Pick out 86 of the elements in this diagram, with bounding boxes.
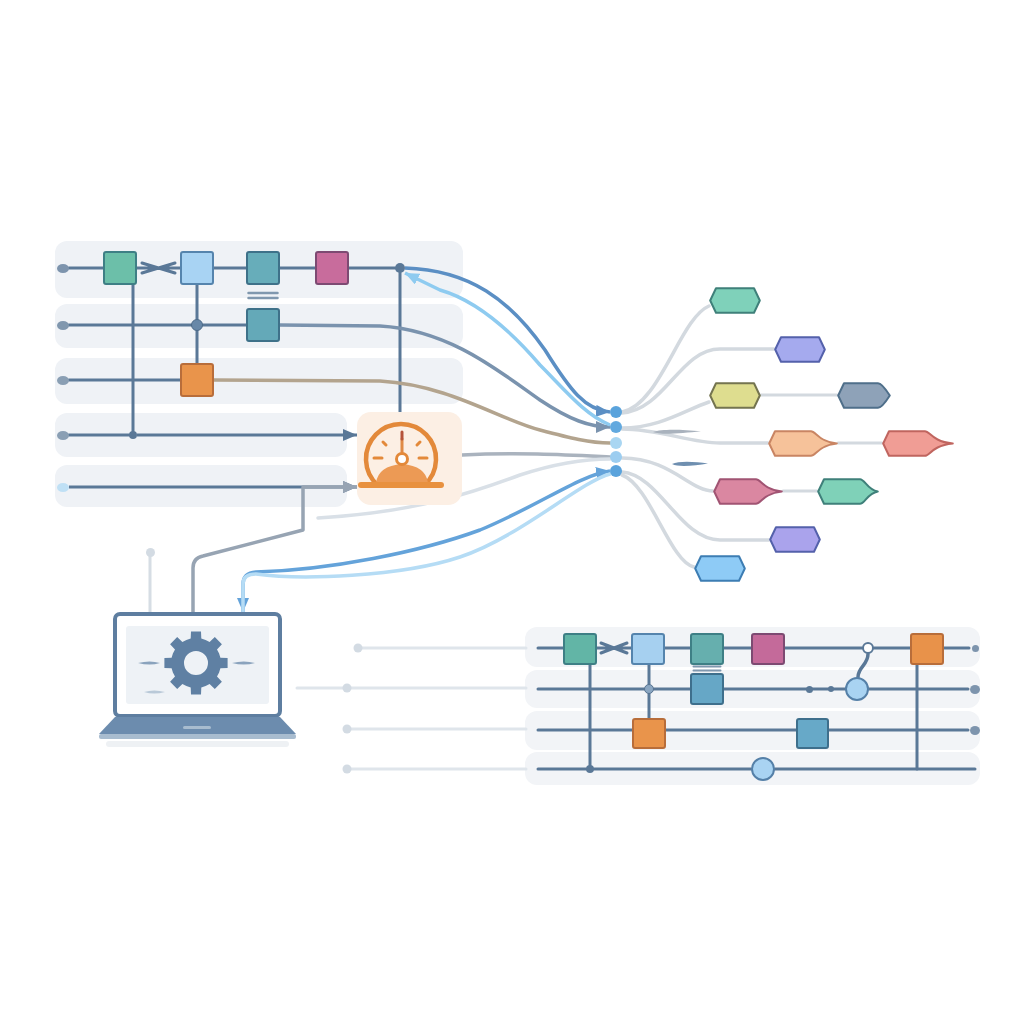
arrow	[191, 481, 357, 612]
connector-line	[783, 646, 864, 650]
connector-line	[836, 441, 884, 445]
hub-dot	[610, 421, 622, 433]
gate-square	[246, 308, 280, 342]
connector-line	[915, 663, 919, 771]
connector-line	[595, 641, 633, 655]
connector-line	[781, 489, 819, 493]
junction-dot	[129, 431, 137, 439]
connector-line	[722, 646, 753, 650]
pointed-tag	[837, 382, 891, 409]
connector-line	[536, 767, 588, 771]
connector-line	[856, 652, 870, 679]
gate-square	[246, 251, 280, 285]
connector-line	[398, 271, 402, 414]
arrow	[280, 323, 611, 433]
hub-dot	[610, 406, 622, 418]
hexagon-tag	[709, 287, 761, 314]
teardrop-tag	[768, 430, 838, 457]
teardrop-tag	[713, 478, 783, 505]
connector-line	[347, 266, 397, 270]
connector-line	[67, 378, 182, 382]
connector-line	[620, 400, 711, 430]
gate-square	[180, 251, 214, 285]
gate-square	[632, 718, 666, 749]
connector-line	[620, 470, 771, 542]
connector-line	[620, 456, 715, 493]
connector-line	[664, 728, 798, 732]
gate-square	[690, 633, 724, 665]
connector-line	[773, 767, 977, 771]
hexagon-tag	[694, 555, 746, 582]
arrow	[137, 429, 357, 441]
gate-square	[103, 251, 137, 285]
connector-line	[536, 646, 565, 650]
connector-line	[67, 433, 131, 437]
hexagon-tag	[709, 382, 761, 409]
connector-line	[872, 646, 912, 650]
connector-line	[148, 554, 152, 614]
connector-line	[195, 329, 199, 365]
gate-square	[690, 673, 724, 705]
gate-square	[631, 633, 665, 665]
gate-square	[751, 633, 785, 665]
gauge-icon	[357, 412, 462, 505]
hub-dot	[610, 451, 622, 463]
gate-square	[910, 633, 944, 665]
connector-line	[722, 687, 847, 691]
connector-line	[67, 323, 193, 327]
connector-line	[620, 304, 711, 414]
connector-line	[131, 283, 135, 433]
connector-line	[620, 347, 776, 415]
connector-line	[942, 646, 971, 650]
hub-dot	[610, 465, 622, 477]
connector-line	[67, 266, 105, 270]
connector-line	[201, 323, 248, 327]
connector-line	[652, 687, 692, 691]
laptop-icon	[98, 612, 297, 748]
connector-line	[135, 261, 182, 275]
hexagon-tag	[769, 526, 821, 553]
connector-line	[588, 663, 592, 767]
junction-dot	[395, 263, 405, 273]
connector-line	[663, 646, 692, 650]
connector-line	[620, 473, 696, 569]
gate-square	[315, 251, 349, 285]
gate-square	[796, 718, 829, 749]
connector-line	[647, 663, 651, 686]
connector-line	[536, 687, 646, 691]
connector-line	[536, 728, 634, 732]
gate-square	[180, 363, 214, 397]
gate-square	[563, 633, 597, 665]
connector-line	[195, 283, 199, 321]
connector-line	[212, 378, 612, 445]
connector-line	[759, 393, 839, 397]
connector-line	[620, 427, 770, 445]
hub-dot	[610, 437, 622, 449]
connector-line	[278, 266, 317, 270]
teardrop-tag	[882, 430, 954, 457]
connector-line	[212, 266, 248, 270]
connector-line	[827, 728, 970, 732]
connector-line	[867, 687, 970, 691]
connector-line	[316, 457, 612, 520]
control-dot	[644, 684, 654, 694]
connector-line	[647, 692, 651, 720]
hexagon-tag	[774, 336, 826, 363]
teardrop-tag	[817, 478, 879, 505]
junction-dot	[586, 765, 594, 773]
connector-line	[592, 767, 753, 771]
